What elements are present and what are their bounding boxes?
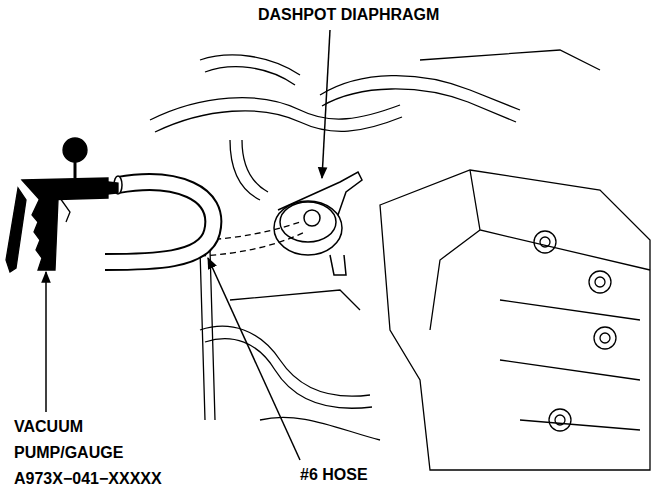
engine-outline	[150, 50, 650, 470]
vacuum-pump	[6, 138, 118, 272]
part-label: VACUUM PUMP/GAUGE	[14, 414, 134, 466]
part-label: DASHPOT DIAPHRAGM	[258, 2, 478, 28]
leader-arrows	[46, 30, 330, 460]
part-label: #6 HOSE	[300, 462, 420, 488]
part-label: A973X−041−XXXXX	[14, 466, 234, 492]
dashpot-diaphragm	[274, 172, 362, 275]
hose-tube	[105, 176, 213, 262]
